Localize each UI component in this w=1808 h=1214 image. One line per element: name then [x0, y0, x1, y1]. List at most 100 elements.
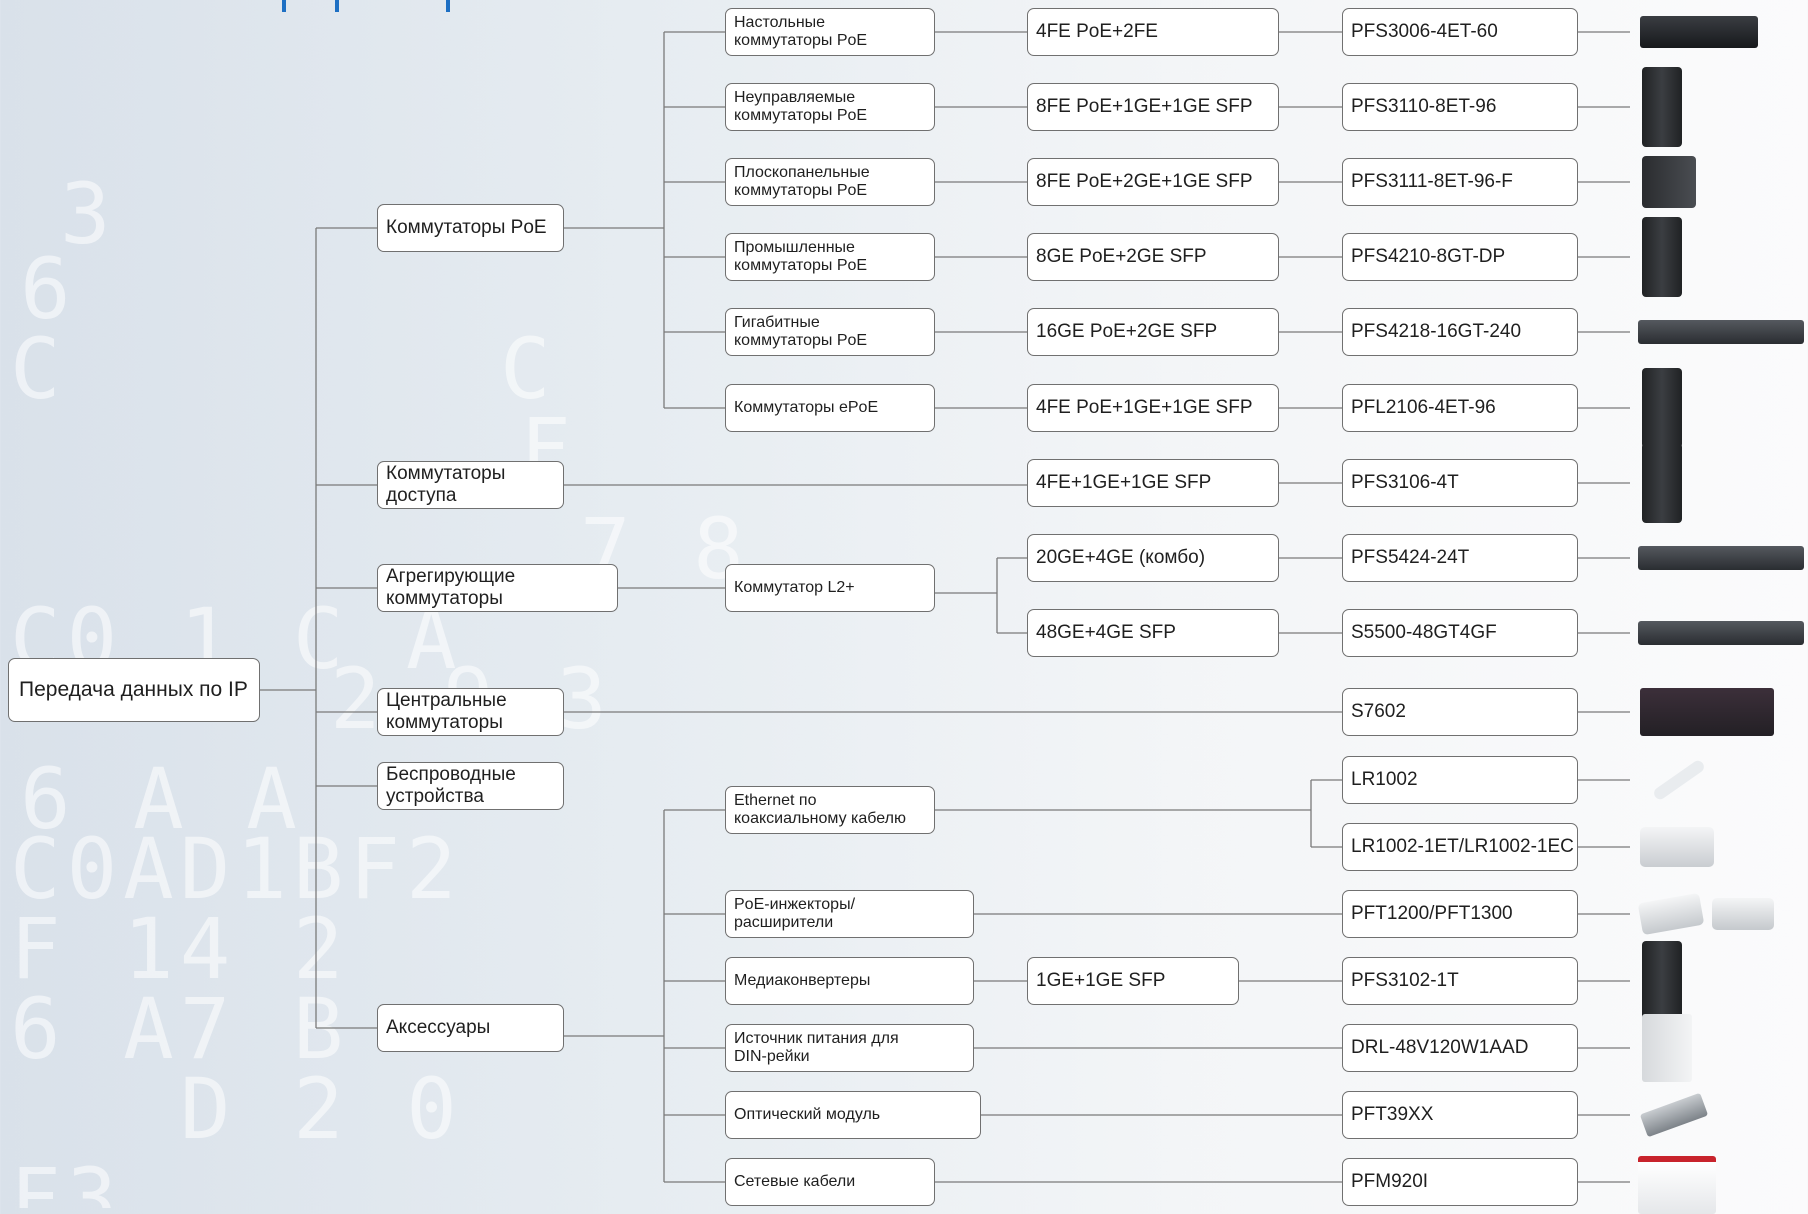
subcategory-desk[interactable]: Настольные коммутаторы PoE [725, 8, 935, 56]
model-m14[interactable]: PFS3102-1T [1342, 957, 1578, 1005]
decorative-code-glyphs: F3 [10, 1150, 124, 1208]
spec-s2[interactable]: 8FE PoE+1GE+1GE SFP [1027, 83, 1279, 131]
model-m13[interactable]: PFT1200/PFT1300 [1342, 890, 1578, 938]
model-m2[interactable]: PFS3110-8ET-96 [1342, 83, 1578, 131]
category-agg[interactable]: Агрегирующие коммутаторы [377, 564, 618, 612]
spec-s6-label: 4FE PoE+1GE+1GE SFP [1036, 397, 1253, 419]
spec-s4-label: 8GE PoE+2GE SFP [1036, 246, 1207, 268]
spec-s3[interactable]: 8FE PoE+2GE+1GE SFP [1027, 158, 1279, 206]
poe-injector-photo [1712, 898, 1774, 930]
decorative-code-glyphs: D 2 0 [180, 1060, 463, 1158]
spec-s1[interactable]: 4FE PoE+2FE [1027, 8, 1279, 56]
din-rail-switch-photo [1642, 67, 1682, 147]
category-poe-label: Коммутаторы PoE [386, 217, 547, 239]
subcategory-psu[interactable]: Источник питания для DIN-рейки [725, 1024, 974, 1072]
subcategory-industrial[interactable]: Промышленные коммутаторы PoE [725, 233, 935, 281]
model-m12-label: LR1002-1ET/LR1002-1EC [1351, 836, 1574, 858]
root-node[interactable]: Передача данных по IP [8, 658, 260, 722]
desktop-switch-photo [1640, 16, 1758, 48]
model-m3-label: PFS3111-8ET-96-F [1351, 171, 1513, 193]
subcategory-cables[interactable]: Сетевые кабели [725, 1158, 935, 1206]
model-m9-label: S5500-48GT4GF [1351, 622, 1497, 644]
industrial-switch-photo [1642, 217, 1682, 297]
spec-s9[interactable]: 48GE+4GE SFP [1027, 609, 1279, 657]
model-m16[interactable]: PFT39XX [1342, 1091, 1578, 1139]
spec-s10[interactable]: 1GE+1GE SFP [1027, 957, 1239, 1005]
spec-s4[interactable]: 8GE PoE+2GE SFP [1027, 233, 1279, 281]
model-m1-label: PFS3006-4ET-60 [1351, 21, 1498, 43]
model-m3[interactable]: PFS3111-8ET-96-F [1342, 158, 1578, 206]
model-m15[interactable]: DRL-48V120W1AAD [1342, 1024, 1578, 1072]
model-m5[interactable]: PFS4218-16GT-240 [1342, 308, 1578, 356]
decorative-code-glyphs: C [10, 320, 67, 418]
category-wireless[interactable]: Беспроводные устройства [377, 762, 564, 810]
subcategory-injectors[interactable]: PoE-инжекторы/ расширители [725, 890, 974, 938]
spec-s5-label: 16GE PoE+2GE SFP [1036, 321, 1218, 343]
subcategory-l2-label: Коммутатор L2+ [734, 578, 855, 596]
decorative-code-glyphs: C0AD1BF2 [10, 820, 463, 918]
spec-s3-label: 8FE PoE+2GE+1GE SFP [1036, 171, 1253, 193]
model-m11[interactable]: LR1002 [1342, 756, 1578, 804]
subcategory-unmanaged[interactable]: Неуправляемые коммутаторы PoE [725, 83, 935, 131]
decorative-code-glyphs: 6 A A [20, 750, 303, 848]
model-m7[interactable]: PFS3106-4T [1342, 459, 1578, 507]
brand-accent-marks [282, 0, 452, 12]
spec-s2-label: 8FE PoE+1GE+1GE SFP [1036, 96, 1253, 118]
model-m8-label: PFS5424-24T [1351, 547, 1470, 569]
subcategory-psu-label: Источник питания для DIN-рейки [734, 1029, 899, 1065]
subcategory-flat-label: Плоскопанельные коммутаторы PoE [734, 163, 870, 199]
category-access[interactable]: Коммутаторы доступа [377, 461, 564, 509]
chassis-switch-photo [1640, 688, 1774, 736]
spec-s6[interactable]: 4FE PoE+1GE+1GE SFP [1027, 384, 1279, 432]
model-m5-label: PFS4218-16GT-240 [1351, 321, 1522, 343]
subcategory-injectors-label: PoE-инжекторы/ расширители [734, 895, 856, 931]
category-poe[interactable]: Коммутаторы PoE [377, 204, 564, 252]
subcategory-l2[interactable]: Коммутатор L2+ [725, 564, 935, 612]
spec-s8[interactable]: 20GE+4GE (комбо) [1027, 534, 1279, 582]
subcategory-unmanaged-label: Неуправляемые коммутаторы PoE [734, 88, 868, 124]
decorative-code-glyphs: 3 [60, 165, 117, 263]
category-core[interactable]: Центральные коммутаторы [377, 688, 564, 736]
subcategory-media[interactable]: Медиаконвертеры [725, 957, 974, 1005]
subcategory-cables-label: Сетевые кабели [734, 1172, 856, 1190]
category-core-label: Центральные коммутаторы [386, 690, 507, 733]
access-switch-photo [1642, 443, 1682, 523]
rack-switch-24-photo [1638, 546, 1804, 570]
model-m11-label: LR1002 [1351, 769, 1418, 791]
spec-s7[interactable]: 4FE+1GE+1GE SFP [1027, 459, 1279, 507]
decorative-code-glyphs: 6 A7 B [10, 980, 350, 1078]
coax-extender-photo [1640, 827, 1714, 867]
spec-s8-label: 20GE+4GE (комбо) [1036, 547, 1206, 569]
model-m1[interactable]: PFS3006-4ET-60 [1342, 8, 1578, 56]
category-acc-label: Аксессуары [386, 1017, 491, 1039]
model-m10[interactable]: S7602 [1342, 688, 1578, 736]
subcategory-media-label: Медиаконвертеры [734, 971, 871, 989]
subcategory-gigabit-label: Гигабитные коммутаторы PoE [734, 313, 868, 349]
subcategory-optic[interactable]: Оптический модуль [725, 1091, 981, 1139]
model-m17[interactable]: PFM920I [1342, 1158, 1578, 1206]
root-node-label: Передача данных по IP [19, 677, 248, 701]
subcategory-coax[interactable]: Ethernet по коаксиальному кабелю [725, 786, 935, 834]
model-m8[interactable]: PFS5424-24T [1342, 534, 1578, 582]
subcategory-epoe[interactable]: Коммутаторы ePoE [725, 384, 935, 432]
model-m2-label: PFS3110-8ET-96 [1351, 96, 1497, 118]
category-acc[interactable]: Аксессуары [377, 1004, 564, 1052]
network-cable-box-photo [1638, 1156, 1716, 1214]
model-m17-label: PFM920I [1351, 1171, 1429, 1193]
decorative-code-glyphs: 6 [20, 240, 77, 338]
model-m12[interactable]: LR1002-1ET/LR1002-1EC [1342, 823, 1578, 871]
category-wireless-label: Беспроводные устройства [386, 764, 516, 807]
model-m9[interactable]: S5500-48GT4GF [1342, 609, 1578, 657]
model-m4[interactable]: PFS4210-8GT-DP [1342, 233, 1578, 281]
spec-s5[interactable]: 16GE PoE+2GE SFP [1027, 308, 1279, 356]
subcategory-industrial-label: Промышленные коммутаторы PoE [734, 238, 868, 274]
subcategory-desk-label: Настольные коммутаторы PoE [734, 13, 868, 49]
subcategory-flat[interactable]: Плоскопанельные коммутаторы PoE [725, 158, 935, 206]
model-m6[interactable]: PFL2106-4ET-96 [1342, 384, 1578, 432]
subcategory-gigabit[interactable]: Гигабитные коммутаторы PoE [725, 308, 935, 356]
subcategory-epoe-label: Коммутаторы ePoE [734, 398, 879, 416]
rack-switch-48-photo [1638, 621, 1804, 645]
flat-panel-switch-photo [1642, 156, 1696, 208]
spec-s7-label: 4FE+1GE+1GE SFP [1036, 472, 1212, 494]
spec-s10-label: 1GE+1GE SFP [1036, 970, 1166, 992]
